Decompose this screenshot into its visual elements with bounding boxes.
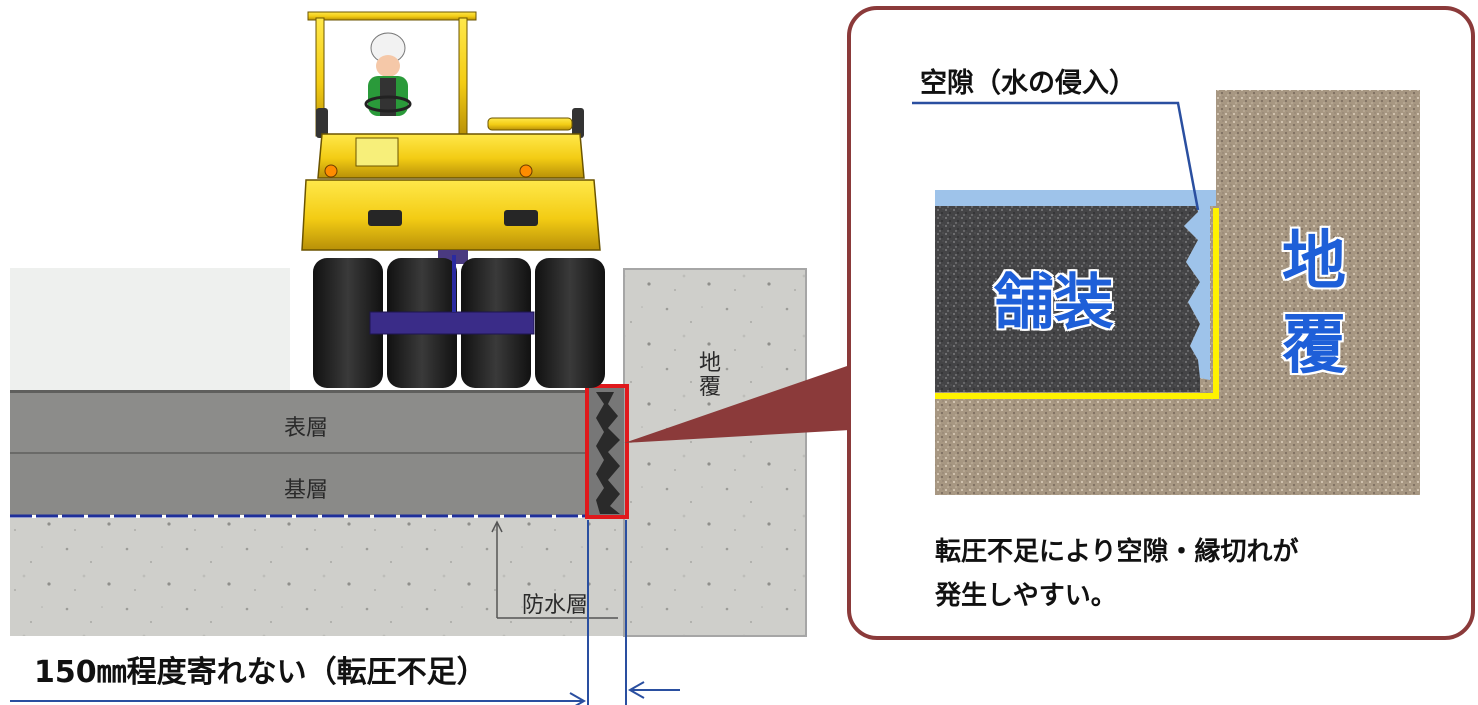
- surface-layer-label: 表層: [284, 416, 329, 441]
- base-layer: [10, 453, 586, 515]
- detail-curb: [1216, 90, 1420, 495]
- waterproof-layer-label: 防水層: [522, 593, 589, 618]
- curb-block: [623, 268, 807, 637]
- note-line-1: 転圧不足により空隙・縁切れが: [935, 537, 1299, 567]
- void-leader: [912, 101, 1200, 211]
- pavement-label: 舗装: [994, 268, 1114, 338]
- void-label: 空隙（水の侵入）: [920, 68, 1136, 99]
- callout-wedge: [624, 365, 850, 443]
- bottom-caption: 150㎜程度寄れない（転圧不足）: [34, 655, 487, 690]
- highlight-box: [585, 384, 629, 519]
- water-ingress: [935, 190, 1216, 206]
- deck-slab: [10, 518, 624, 636]
- gap-line: [935, 208, 1219, 399]
- base-layer-label: 基層: [284, 478, 329, 503]
- surface-layer: [10, 390, 586, 453]
- curb-label-vertical: 地覆: [699, 351, 722, 400]
- detail-pavement: [935, 206, 1200, 392]
- note-line-2: 発生しやすい。: [935, 581, 1117, 611]
- detail-curb-label: 地覆: [1282, 225, 1346, 383]
- jagged-void: [596, 392, 620, 514]
